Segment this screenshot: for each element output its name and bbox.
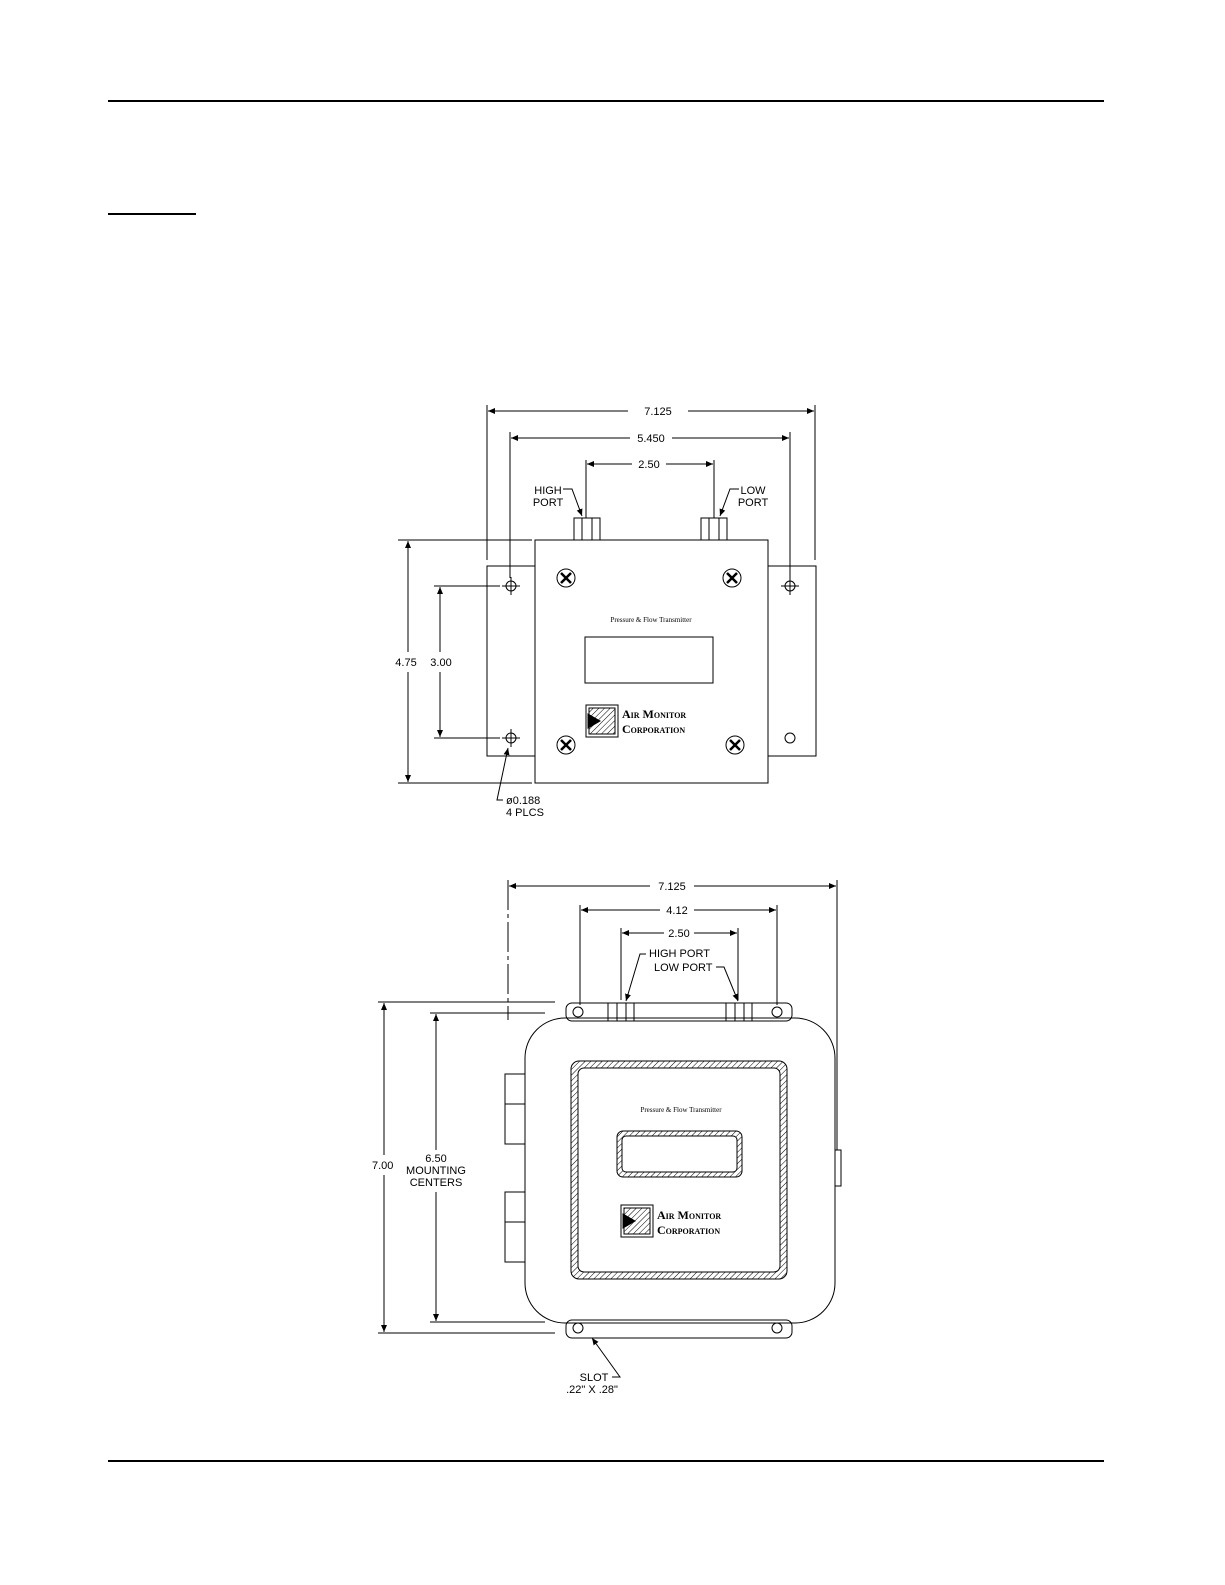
logo-text-1: Air Monitor [622,707,686,721]
high-port-label-1: HIGH [534,485,562,497]
drawing-front-view [398,405,816,800]
logo-icon [621,1205,653,1237]
high-port-label-2: PORT [533,497,564,509]
logo-text-2-2: Corporation [657,1223,720,1237]
high-port-label: HIGH PORT [649,948,710,960]
panel-label-2: Pressure & Flow Transmitter [640,1106,722,1114]
screw-icon [723,569,741,587]
dim-port-spacing: 2.50 [638,459,659,471]
low-port-label: LOW PORT [654,962,713,974]
low-port-label-1: LOW [740,485,766,497]
dim-flange-holes: 5.450 [637,433,665,445]
dim-height: 4.75 [395,657,416,669]
screw-icon [726,736,744,754]
dim-overall-width: 7.125 [644,406,672,418]
dim-tab-width: 4.12 [666,905,687,917]
logo-text-1-2: Air Monitor [657,1208,721,1222]
dim-mounting-3: CENTERS [410,1177,463,1189]
drawing-enclosure-view [378,880,841,1377]
slot-label-1: SLOT [580,1372,609,1384]
slot-label-2: .22" X .28" [566,1384,618,1396]
hole-spec-1: ø0.188 [506,795,540,807]
logo-icon [586,705,618,737]
low-port-label-2: PORT [738,497,769,509]
logo-text-2: Corporation [622,722,685,736]
dim-height-2: 7.00 [372,1160,393,1172]
dim-port-spacing-2: 2.50 [668,928,689,940]
dim-mounting-2: MOUNTING [406,1165,466,1177]
hole-spec-2: 4 PLCS [506,807,544,819]
dim-hole-centers: 3.00 [430,657,451,669]
screw-icon [557,736,575,754]
screw-icon [557,569,575,587]
panel-label: Pressure & Flow Transmitter [610,616,692,624]
dim-mounting-1: 6.50 [425,1153,446,1165]
dim-overall-width-2: 7.125 [658,881,686,893]
